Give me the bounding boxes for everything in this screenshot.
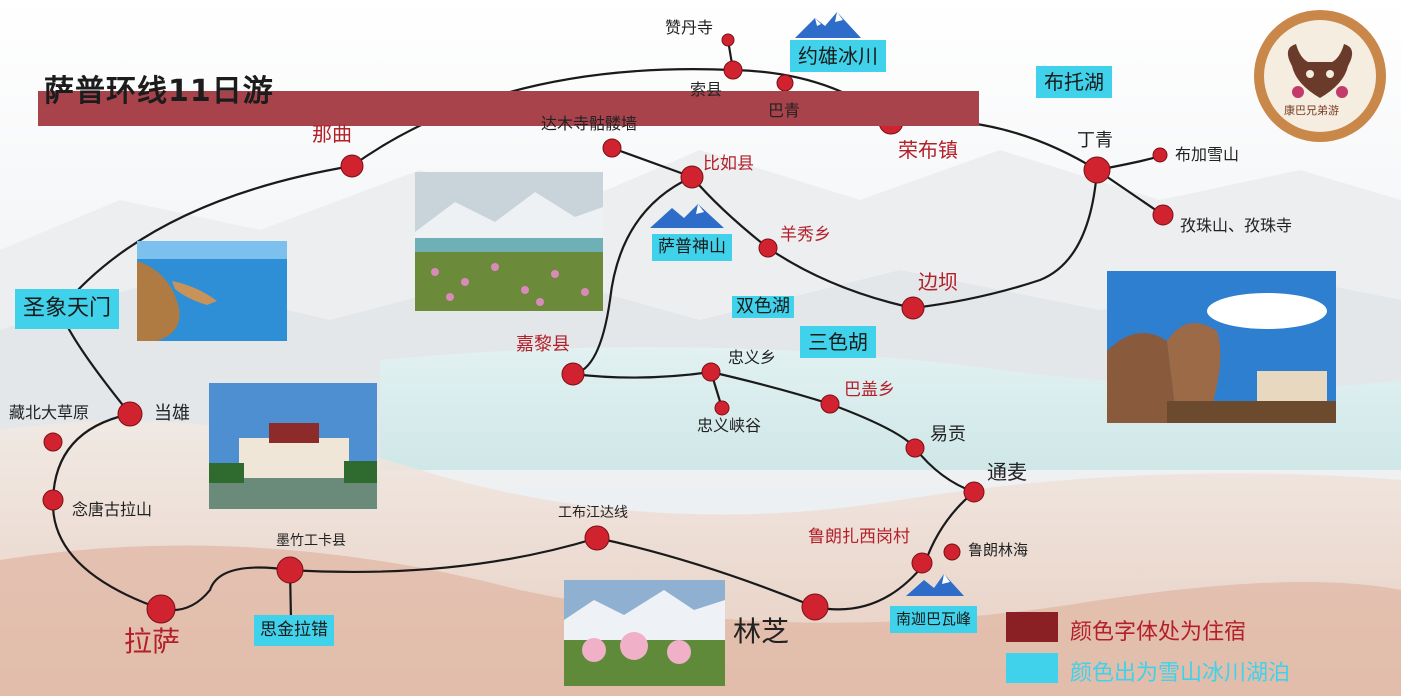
label-yigong: 易贡 — [930, 424, 966, 445]
label-yangxiu: 羊秀乡 — [780, 225, 831, 245]
node-dangxiong — [117, 401, 143, 427]
node-naqu — [340, 154, 364, 178]
route-segment — [710, 370, 975, 494]
label-zhongyi-gorge: 忠义峡谷 — [697, 416, 762, 435]
label-dingqing: 丁青 — [1077, 130, 1113, 151]
legend-highlight-text: 颜色出为雪山冰川湖泊 — [1070, 661, 1291, 686]
label-baqing: 巴青 — [768, 101, 801, 120]
label-lulang-forest: 鲁朗林海 — [968, 541, 1029, 559]
label-suo: 索县 — [690, 80, 723, 99]
node-bujia — [1152, 147, 1168, 163]
label-shuangse: 双色湖 — [732, 296, 794, 318]
route-segment — [596, 536, 816, 609]
node-lulang-forest — [943, 543, 961, 561]
label-bianba: 边坝 — [918, 270, 958, 294]
route-segment — [58, 164, 353, 415]
label-lulang: 鲁朗扎西岗村 — [808, 527, 910, 547]
logo-text: 康巴兄弟游 — [1284, 104, 1339, 117]
route-segment — [611, 146, 693, 179]
node-dingqing — [1083, 156, 1111, 184]
node-gongbu — [584, 525, 610, 551]
node-lulang — [911, 552, 933, 574]
label-bujia: 布加雪山 — [1175, 145, 1240, 164]
node-zhongyi-gorge — [714, 400, 730, 416]
node-zhongyi — [701, 362, 721, 382]
label-rongbu: 荣布镇 — [898, 138, 958, 162]
photo-peach-blossom — [564, 580, 725, 686]
page-title: 萨普环线11日游 — [44, 74, 274, 109]
label-mozhu: 墨竹工卡县 — [276, 533, 346, 549]
node-zizhu — [1152, 204, 1174, 226]
label-nyenchen: 念唐古拉山 — [72, 500, 153, 519]
mountain-icon — [795, 12, 861, 38]
label-jiali: 嘉黎县 — [516, 334, 570, 355]
label-zizhu: 孜珠山、孜珠寺 — [1180, 216, 1293, 235]
node-zandan — [721, 33, 735, 47]
node-yangxiu — [758, 238, 778, 258]
label-sapu: 萨普神山 — [652, 234, 732, 261]
photo-lake-shore — [137, 241, 287, 341]
node-jiali — [561, 362, 585, 386]
route-segment — [572, 176, 693, 376]
label-zhongyi: 忠义乡 — [728, 348, 777, 367]
route-segment — [572, 370, 712, 379]
logo-yak-icon — [1254, 10, 1386, 142]
label-tongmai: 通麦 — [987, 460, 1027, 484]
label-zangbei: 藏北大草原 — [9, 403, 90, 422]
node-tongmai — [963, 481, 985, 503]
photo-flower-meadow — [415, 172, 603, 311]
label-bagai: 巴盖乡 — [844, 380, 895, 400]
route-segment — [289, 536, 598, 573]
photo-potala-palace — [209, 383, 377, 509]
label-shengxiang: 圣象天门 — [15, 289, 120, 329]
label-dangxiong: 当雄 — [154, 403, 190, 424]
label-yuexiong: 约雄冰川 — [790, 40, 886, 72]
photo-rock-arch — [1107, 271, 1336, 423]
label-damu: 达木寺骷髅墙 — [541, 114, 638, 133]
node-zangbei — [43, 432, 63, 452]
legend-stay-text: 颜色字体处为住宿 — [1070, 620, 1247, 645]
node-biru — [680, 165, 704, 189]
node-bianba — [901, 296, 925, 320]
node-yigong — [905, 438, 925, 458]
mountain-icon — [906, 574, 964, 596]
node-nyenchen — [42, 489, 64, 511]
title-bar — [38, 91, 979, 126]
node-suo — [723, 60, 743, 80]
label-sijin: 思金拉错 — [254, 615, 334, 646]
label-zandan: 赞丹寺 — [665, 18, 714, 37]
route-segment — [912, 169, 1099, 310]
legend-stay-swatch — [1006, 612, 1058, 642]
mountain-icon — [650, 204, 724, 228]
node-nyingchi — [801, 593, 829, 621]
label-gongbu: 工布江达线 — [558, 505, 628, 521]
label-sanse: 三色胡 — [800, 326, 876, 358]
legend-highlight-swatch — [1006, 653, 1058, 683]
label-butuo: 布托湖 — [1036, 66, 1112, 98]
node-mozhu — [276, 556, 304, 584]
node-bagai — [820, 394, 840, 414]
route-segment — [160, 566, 291, 612]
label-biru: 比如县 — [703, 154, 754, 174]
node-damu — [602, 138, 622, 158]
node-lhasa — [146, 594, 176, 624]
label-naqu: 那曲 — [312, 122, 352, 146]
label-lhasa: 拉萨 — [124, 625, 181, 658]
label-nyingchi: 林芝 — [733, 615, 790, 648]
label-namcha: 南迦巴瓦峰 — [890, 606, 978, 633]
node-baqing — [776, 74, 794, 92]
